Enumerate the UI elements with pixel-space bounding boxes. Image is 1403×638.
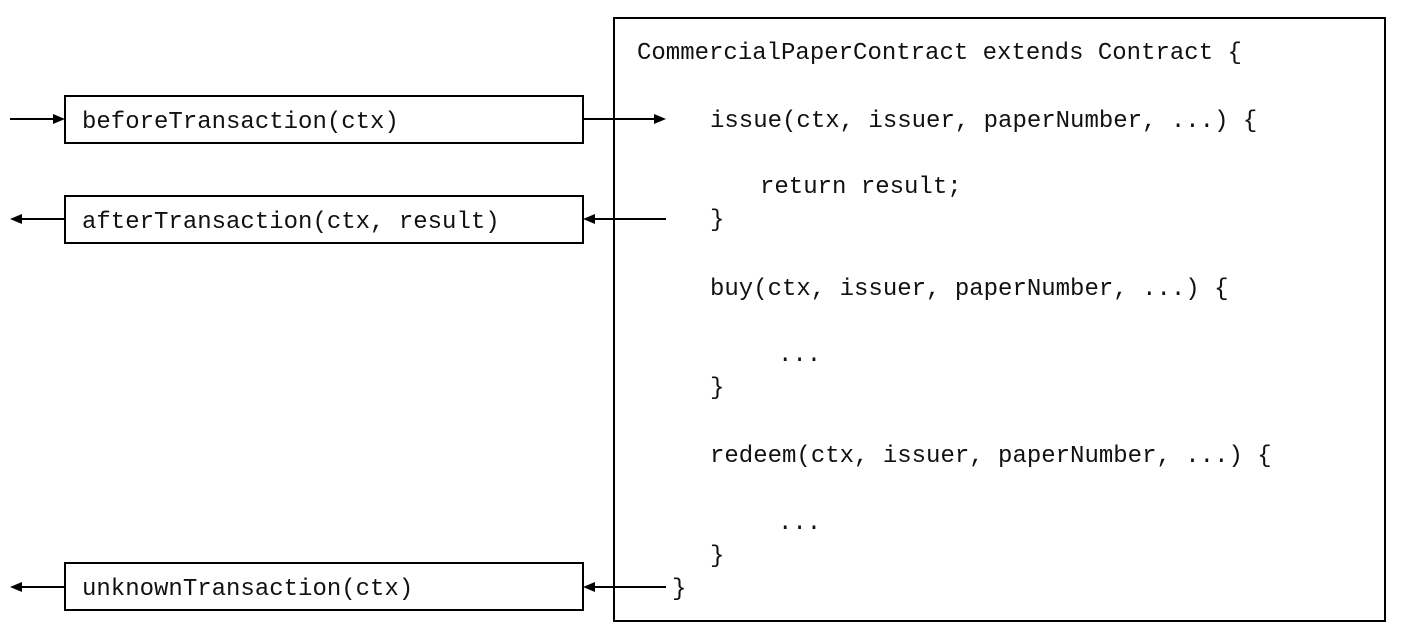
issue-signature: issue(ctx, issuer, paperNumber, ...) {	[710, 108, 1257, 135]
buy-body: ...	[778, 342, 821, 369]
before-to-issue-arrowhead	[654, 114, 666, 124]
unknown-transaction-label: unknownTransaction(ctx)	[82, 576, 413, 603]
after-transaction-box	[64, 195, 584, 244]
after-outgoing-arrowhead	[10, 214, 22, 224]
unknown-transaction-box	[64, 562, 584, 611]
unknown-outgoing-arrowhead	[10, 582, 22, 592]
redeem-close-brace: }	[710, 543, 724, 570]
buy-close-brace: }	[710, 375, 724, 402]
after-transaction-label: afterTransaction(ctx, result)	[82, 209, 500, 236]
issue-to-after-arrowhead	[583, 214, 595, 224]
incoming-arrowhead	[53, 114, 65, 124]
redeem-signature: redeem(ctx, issuer, paperNumber, ...) {	[710, 443, 1272, 470]
class-close-brace: }	[672, 576, 686, 603]
contract-header: CommercialPaperContract extends Contract…	[637, 40, 1242, 67]
redeem-body: ...	[778, 510, 821, 537]
issue-body: return result;	[760, 174, 962, 201]
issue-close-brace: }	[710, 207, 724, 234]
contract-box	[613, 17, 1386, 622]
buy-signature: buy(ctx, issuer, paperNumber, ...) {	[710, 276, 1228, 303]
before-transaction-box	[64, 95, 584, 144]
before-transaction-label: beforeTransaction(ctx)	[82, 109, 399, 136]
class-to-unknown-arrowhead	[583, 582, 595, 592]
